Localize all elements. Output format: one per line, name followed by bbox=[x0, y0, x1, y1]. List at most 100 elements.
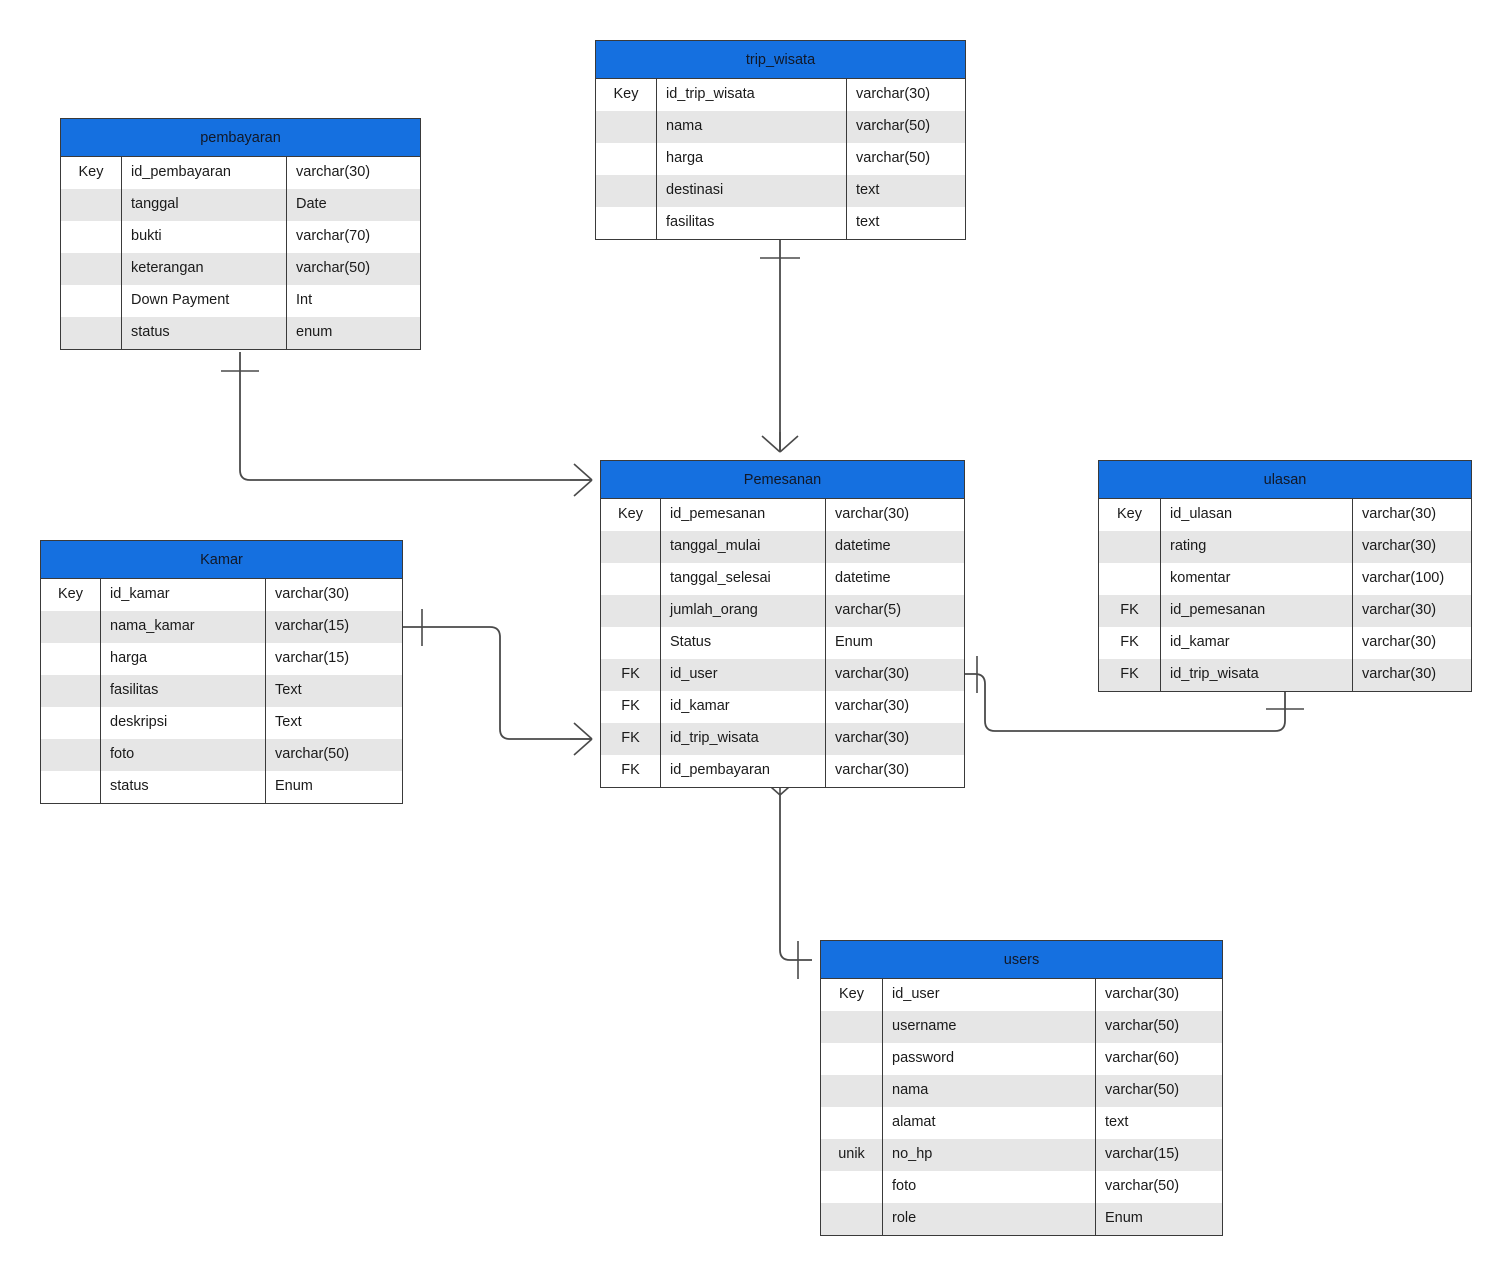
attribute-name: id_user bbox=[661, 659, 826, 691]
attribute-type: text bbox=[856, 182, 880, 198]
attribute-type: Enum bbox=[275, 778, 313, 794]
attribute-name: foto bbox=[883, 1171, 1096, 1203]
attribute-name: alamat bbox=[883, 1107, 1096, 1139]
entity-title-trip_wisata: trip_wisata bbox=[596, 41, 965, 79]
attribute-key: Key bbox=[1099, 499, 1161, 531]
attribute-type: datetime bbox=[835, 538, 891, 554]
attribute-name: nama_kamar bbox=[101, 611, 266, 643]
attribute-name: nama bbox=[883, 1075, 1096, 1107]
attribute-name: status bbox=[122, 317, 287, 349]
attribute-key bbox=[61, 221, 122, 253]
attribute-key bbox=[596, 175, 657, 207]
attribute-name: rating bbox=[1161, 531, 1353, 563]
attribute-key bbox=[821, 1011, 883, 1043]
attribute-key bbox=[41, 739, 101, 771]
attribute-name: Status bbox=[661, 627, 826, 659]
attribute-name: id_kamar bbox=[1161, 627, 1353, 659]
attribute-name: foto bbox=[101, 739, 266, 771]
attribute-key: FK bbox=[601, 691, 661, 723]
attribute-type: Date bbox=[296, 196, 327, 212]
attribute-name: role bbox=[883, 1203, 1096, 1235]
attribute-key bbox=[596, 111, 657, 143]
attribute-name: bukti bbox=[122, 221, 287, 253]
attribute-key: Key bbox=[61, 157, 122, 189]
attribute-name: id_trip_wisata bbox=[661, 723, 826, 755]
attribute-name: nama bbox=[657, 111, 847, 143]
attribute-type: datetime bbox=[835, 570, 891, 586]
attribute-row[interactable]: tanggal Date bbox=[61, 189, 420, 221]
attribute-key bbox=[821, 1203, 883, 1235]
attribute-type: varchar(50) bbox=[1105, 1018, 1180, 1034]
attribute-type: varchar(30) bbox=[1362, 666, 1437, 682]
attribute-name: no_hp bbox=[883, 1139, 1096, 1171]
attribute-key bbox=[1099, 531, 1161, 563]
attribute-name: keterangan bbox=[122, 253, 287, 285]
attribute-key: unik bbox=[821, 1139, 883, 1171]
attribute-name: id_pembayaran bbox=[661, 755, 826, 787]
attribute-key bbox=[61, 317, 122, 349]
attribute-key: Key bbox=[601, 499, 661, 531]
attribute-type: Text bbox=[275, 682, 302, 698]
attribute-type: varchar(5) bbox=[835, 602, 902, 618]
attribute-name: komentar bbox=[1161, 563, 1353, 595]
attribute-name: tanggal bbox=[122, 189, 287, 221]
attribute-type: varchar(50) bbox=[856, 118, 931, 134]
attribute-row[interactable]: nama varchar(50) bbox=[596, 111, 965, 143]
attribute-key bbox=[61, 253, 122, 285]
attribute-key bbox=[601, 531, 661, 563]
attribute-key bbox=[41, 643, 101, 675]
attribute-key: FK bbox=[1099, 595, 1161, 627]
attribute-key: FK bbox=[1099, 659, 1161, 691]
attribute-key bbox=[61, 285, 122, 317]
